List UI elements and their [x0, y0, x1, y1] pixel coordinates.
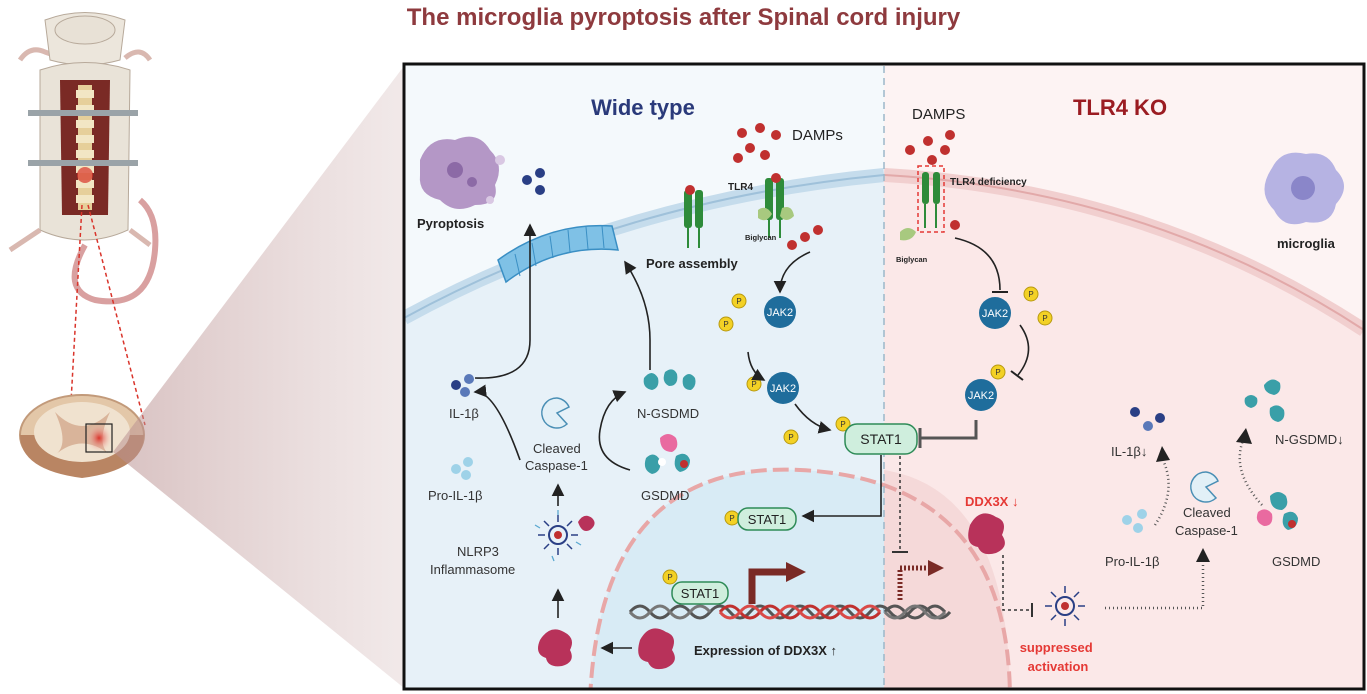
- suppressed-line2: activation: [1028, 659, 1089, 674]
- jak2-ko-label-b: JAK2: [968, 390, 994, 402]
- pro-il1b-icon: [451, 457, 473, 480]
- microglia-label: microglia: [1277, 236, 1336, 251]
- jak2-label-b: JAK2: [770, 383, 796, 395]
- gsdmd-pore-icon: [497, 224, 619, 284]
- jak2-label-a: JAK2: [767, 307, 793, 319]
- cleaved-caspase-ko-line1: Cleaved: [1183, 505, 1231, 520]
- pro-il1b-ko-label: Pro-IL-1β: [1105, 554, 1159, 569]
- blocked-transcription-arrow: [897, 565, 930, 600]
- figure-title: The microglia pyroptosis after Spinal co…: [406, 4, 961, 31]
- cleaved-caspase-line2: Caspase-1: [525, 458, 588, 473]
- n-gsdmd-label: N-GSDMD: [637, 406, 699, 421]
- cleaved-caspase-label: Cleaved Caspase-1: [525, 441, 588, 473]
- stat1-label-cytoplasm: STAT1: [860, 431, 902, 447]
- biglycan-label: Biglycan: [745, 233, 777, 242]
- svg-text:P: P: [729, 514, 734, 523]
- dna-helix-icon: [628, 604, 952, 620]
- pro-il1b-label: Pro-IL-1β: [428, 488, 482, 503]
- main-panel-frame: [402, 62, 1366, 691]
- svg-text:P: P: [788, 433, 793, 442]
- expression-label: Expression of DDX3X ↑: [694, 643, 837, 658]
- released-il1b-icon: [522, 168, 545, 195]
- stat1-box-cytoplasm: [844, 423, 918, 455]
- pro-il1b-ko-icon: [1122, 509, 1147, 533]
- caspase1-ko-icon: [1190, 471, 1219, 503]
- pyroptosis-label: Pyroptosis: [417, 216, 484, 231]
- gsdmd-ko-dotted-arrow: [1238, 437, 1263, 506]
- damps-free-icon: [787, 225, 823, 250]
- phospho-group-icons-left: P P P P P P P: [662, 293, 851, 585]
- svg-text:P: P: [751, 380, 756, 389]
- n-gsdmd-ko-icon: [1244, 379, 1285, 422]
- ddx3x-ko-icon: [968, 513, 1005, 555]
- il1b-icon: [451, 374, 474, 397]
- nlrp3-label-line2: Inflammasome: [430, 562, 515, 577]
- stat1-box-dna: [671, 581, 729, 605]
- n-gsdmd-icon: [643, 369, 696, 390]
- caspase1-icon: [541, 397, 570, 429]
- suppressed-line1: suppressed: [1020, 640, 1093, 655]
- suppressed-activation-label: suppressed activation: [1020, 640, 1097, 674]
- svg-text:P: P: [1042, 314, 1047, 323]
- nlrp3-to-caspase-dotted: [1105, 560, 1205, 610]
- stat1-label-nucleus: STAT1: [748, 512, 787, 527]
- svg-text:P: P: [736, 297, 741, 306]
- phospho-group-icons-right: P P P: [990, 286, 1053, 380]
- gsdmd-icon: [644, 434, 690, 474]
- damps-ko-icon: [905, 130, 960, 230]
- il1b-ko-icon: [1130, 407, 1165, 431]
- pore-assembly-label: Pore assembly: [646, 256, 739, 271]
- jak2-node-a: [764, 296, 796, 328]
- ddx3x-down-label: DDX3X ↓: [965, 494, 1018, 509]
- tlr4-receptor-icon: [684, 173, 794, 248]
- nlrp3-ko-icon: [1045, 586, 1085, 626]
- n-gsdmd-ko-label: N-GSDMD↓: [1275, 432, 1344, 447]
- tlr4-label: TLR4: [728, 182, 753, 193]
- gsdmd-ko-icon: [1256, 492, 1298, 530]
- tlr4-deficiency-label: TLR4 deficiency: [950, 177, 1027, 188]
- spinal-cord-section: [19, 394, 145, 478]
- svg-text:P: P: [1028, 290, 1033, 299]
- il1b-ko-label: IL-1β↓: [1111, 444, 1147, 459]
- il1b-label: IL-1β: [449, 406, 479, 421]
- jak2-ko-inhibit: [1017, 324, 1030, 376]
- gsdmd-ko-label: GSDMD: [1272, 554, 1320, 569]
- pathway-arrows-left: [473, 223, 882, 655]
- gsdmd-label: GSDMD: [641, 488, 689, 503]
- svg-text:P: P: [840, 420, 845, 429]
- pyroptotic-cell-icon: [419, 136, 505, 209]
- damps-icon: [733, 123, 781, 163]
- jak2-ko-node-a: [979, 297, 1011, 329]
- cleaved-caspase-ko-line2: Caspase-1: [1175, 523, 1238, 538]
- svg-text:P: P: [667, 573, 672, 582]
- damps-ko-label: DAMPS: [912, 106, 965, 123]
- jak2-node-b: [767, 372, 799, 404]
- transcription-arrow-icon: [748, 568, 788, 604]
- jak2-ko-label-a: JAK2: [982, 308, 1008, 320]
- jak2-ko-node-b: [965, 379, 997, 411]
- wt-heading: Wide type: [591, 95, 695, 120]
- nlrp3-label: NLRP3 Inflammasome: [430, 544, 515, 577]
- stat1-box-nucleus: [737, 507, 797, 531]
- cleaved-caspase-line1: Cleaved: [533, 441, 581, 456]
- tlr4-deficient-receptor-icon: [900, 165, 945, 241]
- svg-text:P: P: [723, 320, 728, 329]
- microglia-cell-icon: [1264, 152, 1344, 225]
- il1b-ko-dotted-arrow: [1153, 457, 1170, 526]
- zoom-cone: [113, 66, 404, 688]
- ko-heading: TLR4 KO: [1073, 95, 1167, 120]
- damps-to-jak2-inhibit: [954, 237, 1001, 291]
- biglycan-ko-label: Biglycan: [896, 255, 928, 264]
- ddx3x-protein-icon: [538, 628, 675, 670]
- stat1-inhibit-line: [920, 420, 978, 440]
- svg-text:P: P: [995, 368, 1000, 377]
- nlrp3-inflammasome-icon: [534, 510, 595, 562]
- rat-illustration: [8, 12, 159, 426]
- nlrp3-label-line1: NLRP3: [457, 544, 499, 559]
- cleaved-caspase-ko-label: Cleaved Caspase-1: [1175, 505, 1238, 538]
- stat1-label-dna: STAT1: [681, 586, 720, 601]
- damps-label: DAMPs: [792, 127, 843, 144]
- ddx3x-ko-inhibit: [1002, 555, 1030, 611]
